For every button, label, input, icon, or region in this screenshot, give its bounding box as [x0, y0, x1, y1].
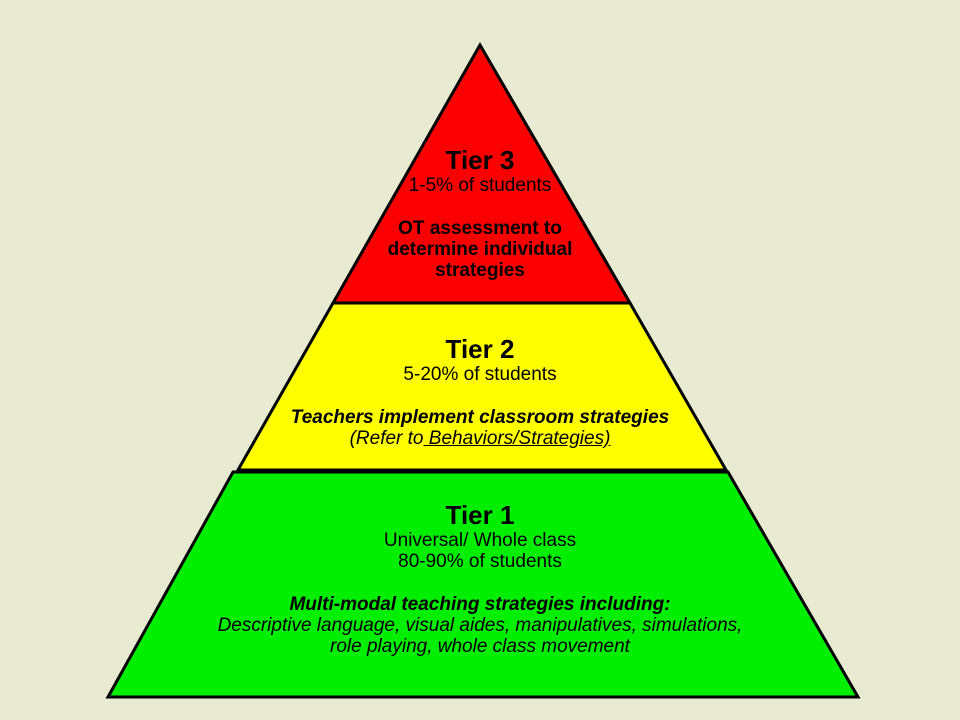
tier3-body-line1: OT assessment to [398, 218, 562, 239]
tier2-text-block: Tier 2 5-20% of students Teachers implem… [0, 334, 960, 449]
spacer [0, 572, 960, 594]
tier1-strategy: Multi-modal teaching strategies includin… [289, 594, 671, 615]
tier2-refer-link-text: Behaviors/Strategies) [423, 428, 611, 449]
spacer [0, 196, 960, 218]
tier2-refer-line: (Refer to Behaviors/Strategies) [0, 428, 960, 449]
tier1-detail-line2: role playing, whole class movement [330, 636, 630, 657]
tier2-shape [235, 301, 729, 472]
tier3-body-line2: determine individual [387, 239, 573, 260]
tier2-title: Tier 2 [445, 334, 515, 364]
tier2-refer-prefix: (Refer to [349, 428, 424, 449]
tier2-strategy: Teachers implement classroom strategies [290, 407, 670, 428]
tier3-text-block: Tier 3 1-5% of students OT assessment to… [0, 145, 960, 281]
tier1-percent: 80-90% of students [398, 551, 562, 572]
tier3-percent: 1-5% of students [408, 175, 552, 196]
tier1-subtitle: Universal/ Whole class [383, 530, 577, 551]
tier1-detail-line1: Descriptive language, visual aides, mani… [217, 615, 743, 636]
tier3-body-line3: strategies [435, 260, 525, 281]
tier1-title: Tier 1 [445, 500, 515, 530]
tier1-shape [105, 470, 861, 699]
tier3-title: Tier 3 [445, 145, 515, 175]
tier2-percent: 5-20% of students [403, 364, 557, 385]
spacer [0, 385, 960, 407]
tier1-text-block: Tier 1 Universal/ Whole class 80-90% of … [0, 500, 960, 657]
